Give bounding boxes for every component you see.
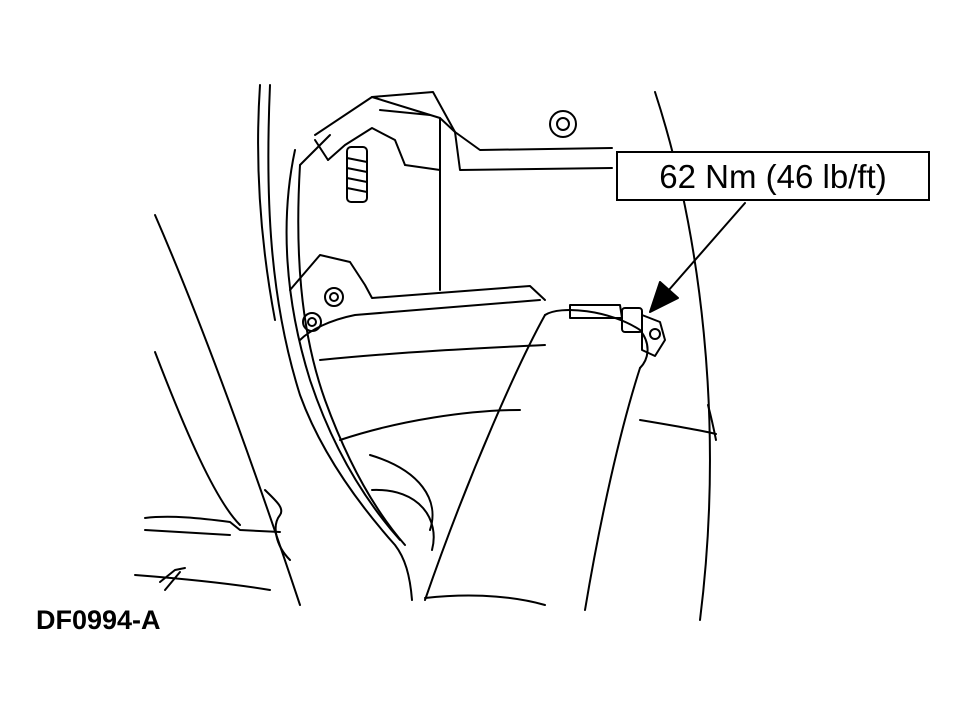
stud-bolt (346, 146, 368, 203)
shock-absorber (369, 309, 717, 611)
figure-id: DF0994-A (36, 605, 161, 635)
shock-bolt (569, 304, 666, 357)
fender-panel (154, 84, 413, 606)
upper-bracket (314, 91, 613, 291)
torque-callout: 62 Nm (46 lb/ft) (616, 151, 930, 201)
floor-pan (134, 515, 281, 591)
round-nut (549, 110, 577, 138)
arrow-icon (649, 202, 746, 313)
lower-bracket (289, 254, 546, 441)
